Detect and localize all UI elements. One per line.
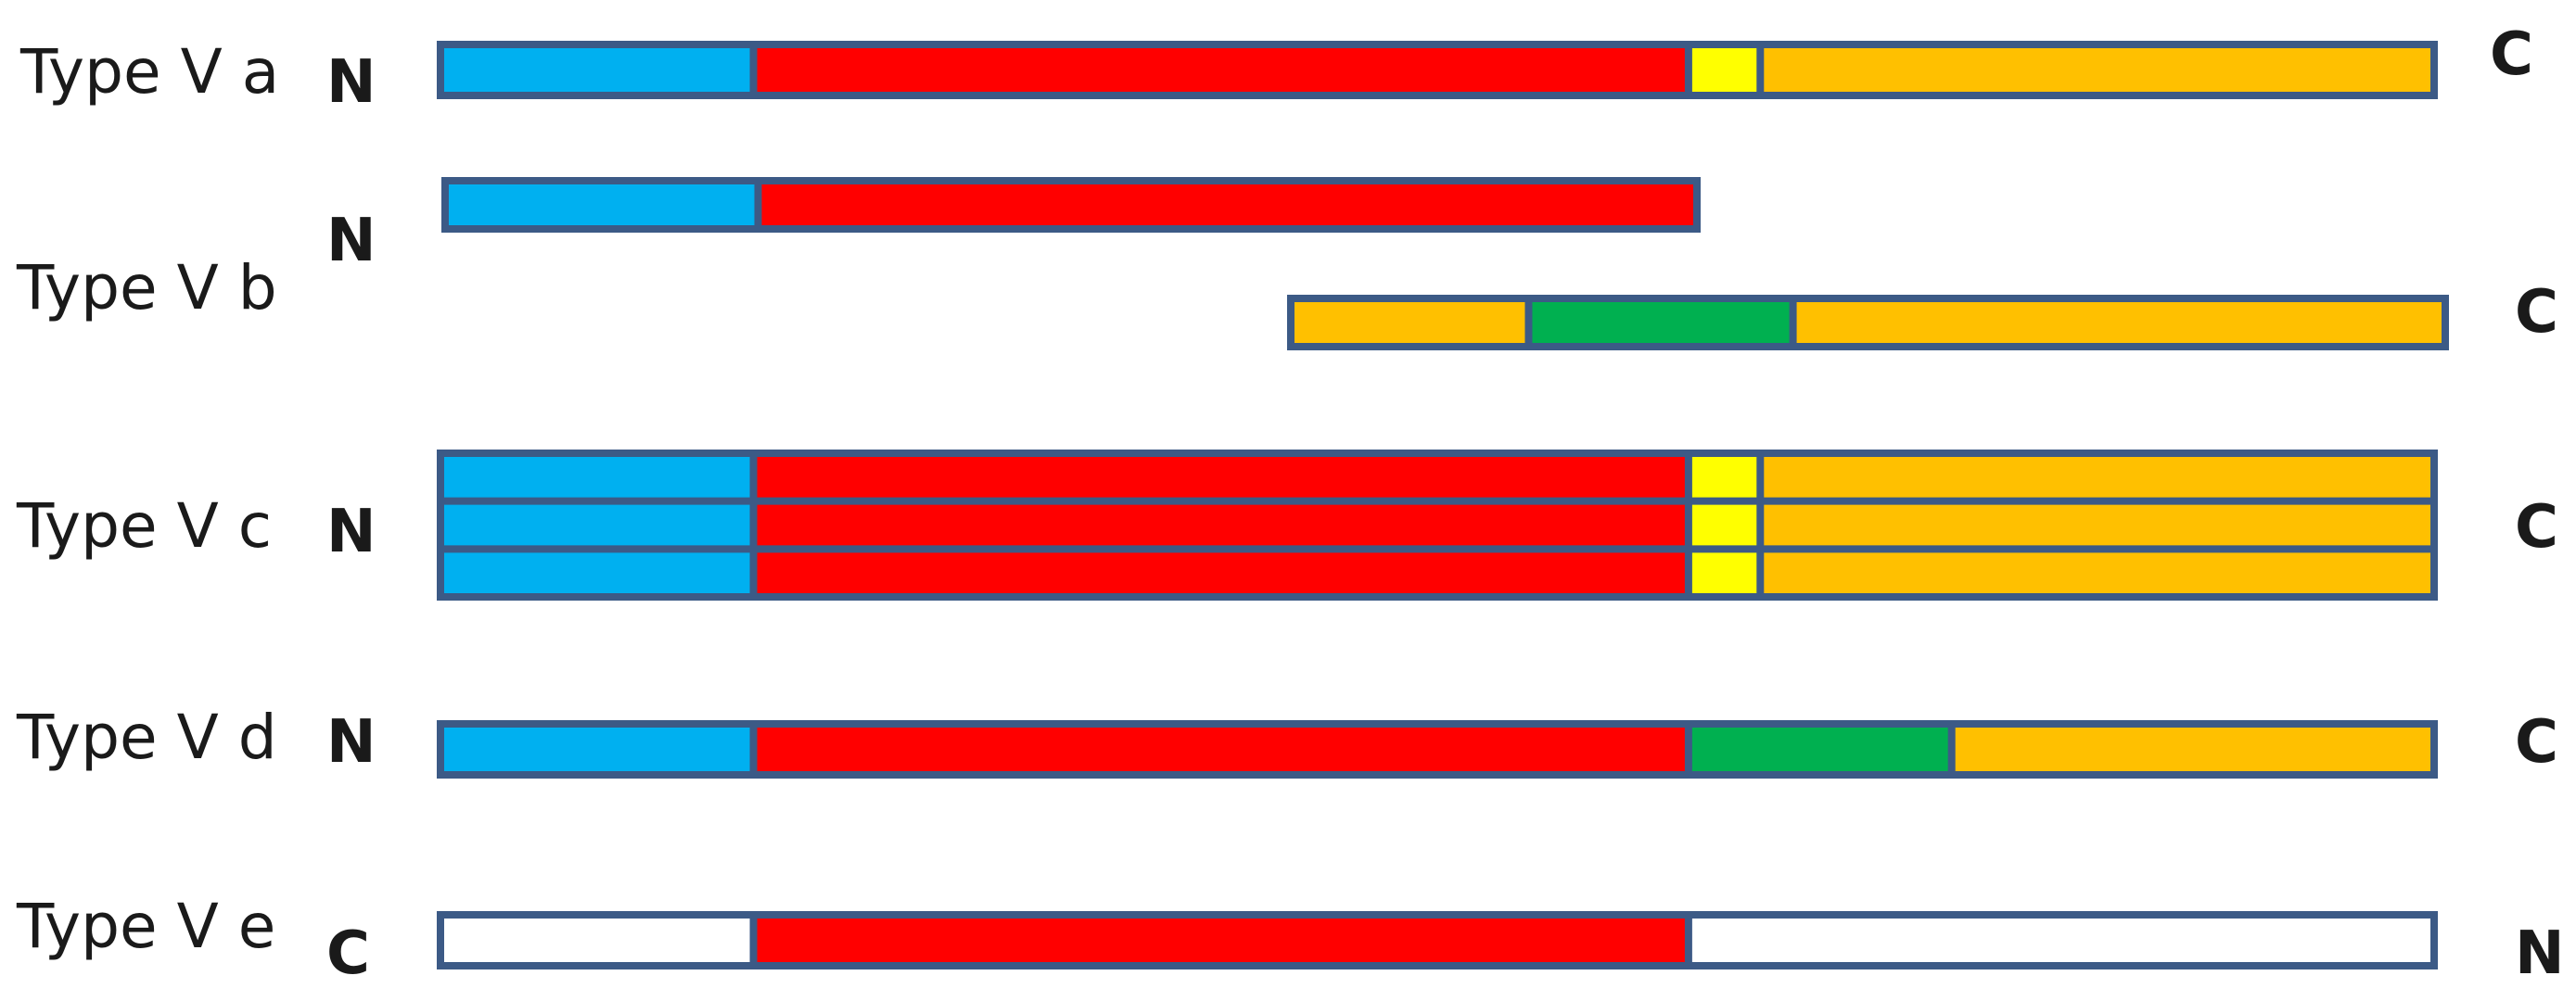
ve-p0-row0-segment-2-white — [1688, 915, 2434, 966]
vc-p0-row1-segment-3-orange — [1760, 500, 2434, 550]
vc-p0-row1-segment-2-yellow — [1688, 500, 1761, 550]
type-ve-label: Type V e — [16, 891, 275, 962]
ve-p0-outline — [437, 911, 2438, 969]
vc-p0-row1-segment-0-blue — [440, 500, 754, 550]
va-p0-row0-segment-1-red — [753, 44, 1689, 95]
vd-p0-row0-segment-1-red — [753, 724, 1689, 775]
type-ve-group: Type V e C N — [16, 891, 2565, 988]
type-vc-right-terminus: C — [2515, 493, 2558, 562]
type-vb-left-terminus: N — [326, 207, 376, 275]
vd-p0-row0-segment-0-blue — [440, 724, 754, 775]
vc-p0-row0-segment-1-red — [753, 453, 1689, 501]
vb-p0-row0-segment-0-blue — [445, 181, 759, 229]
vc-p0-row1-segment-1-red — [753, 500, 1689, 550]
type-vd-right-terminus: C — [2515, 708, 2558, 777]
vc-p0-outline — [437, 450, 2438, 601]
va-p0-row0-segment-0-blue — [440, 44, 754, 95]
type-vb-right-terminus: C — [2515, 278, 2558, 347]
vc-p0-row2-segment-0-blue — [440, 549, 754, 597]
type-ve-right-terminus: N — [2515, 919, 2565, 988]
type-vc-trimer-bar — [437, 450, 2438, 601]
vc-p0-row0-segment-3-orange — [1760, 453, 2434, 501]
type-va-group: Type V a N C — [19, 20, 2533, 117]
vc-p0-row2-segment-2-yellow — [1688, 549, 1761, 597]
type-vc-group: Type V c N C — [16, 450, 2558, 601]
vb-p1-row0-segment-2-orange — [1792, 298, 2445, 347]
vd-p0-outline — [437, 720, 2438, 779]
type-vc-label: Type V c — [16, 490, 272, 562]
vd-p0-row0-segment-3-orange — [1951, 724, 2434, 775]
vb-p0-row0-segment-1-red — [758, 181, 1697, 229]
vc-p0-row0-segment-2-yellow — [1688, 453, 1761, 501]
vc-p0-row2-segment-1-red — [753, 549, 1689, 597]
ve-p0-row0-segment-1-red — [753, 915, 1689, 966]
ve-p0-row0-segment-0-white — [440, 915, 754, 966]
vb-p1-outline — [1287, 295, 2449, 350]
type-vd-label: Type V d — [16, 702, 277, 773]
type-vc-left-terminus: N — [326, 498, 376, 566]
vd-p0-row0-segment-2-green — [1688, 724, 1952, 775]
type-vb-passenger-bar — [441, 177, 1701, 233]
va-p0-row0-segment-2-yellow — [1688, 44, 1761, 95]
type-vd-left-terminus: N — [326, 708, 376, 777]
type-vd-protein-bar — [437, 720, 2438, 779]
type-vb-group: Type V b N C — [16, 177, 2558, 350]
type-ve-left-terminus: C — [326, 919, 370, 988]
type-ve-protein-bar — [437, 911, 2438, 969]
type-va-label: Type V a — [19, 36, 279, 108]
va-p0-row0-segment-3-orange — [1760, 44, 2434, 95]
vb-p1-row0-segment-1-green — [1528, 298, 1793, 347]
vc-p0-row2-segment-3-orange — [1760, 549, 2434, 597]
type-vb-translocator-bar — [1287, 295, 2449, 350]
type-va-left-terminus: N — [326, 48, 376, 117]
type-vb-label: Type V b — [16, 252, 277, 323]
type-vd-group: Type V d N C — [16, 702, 2558, 779]
vb-p0-outline — [441, 177, 1701, 233]
va-p0-outline — [437, 41, 2438, 99]
vc-p0-row0-segment-0-blue — [440, 453, 754, 501]
type-va-protein-bar — [437, 41, 2438, 99]
type-va-right-terminus: C — [2490, 20, 2533, 89]
vb-p1-row0-segment-0-orange — [1291, 298, 1529, 347]
